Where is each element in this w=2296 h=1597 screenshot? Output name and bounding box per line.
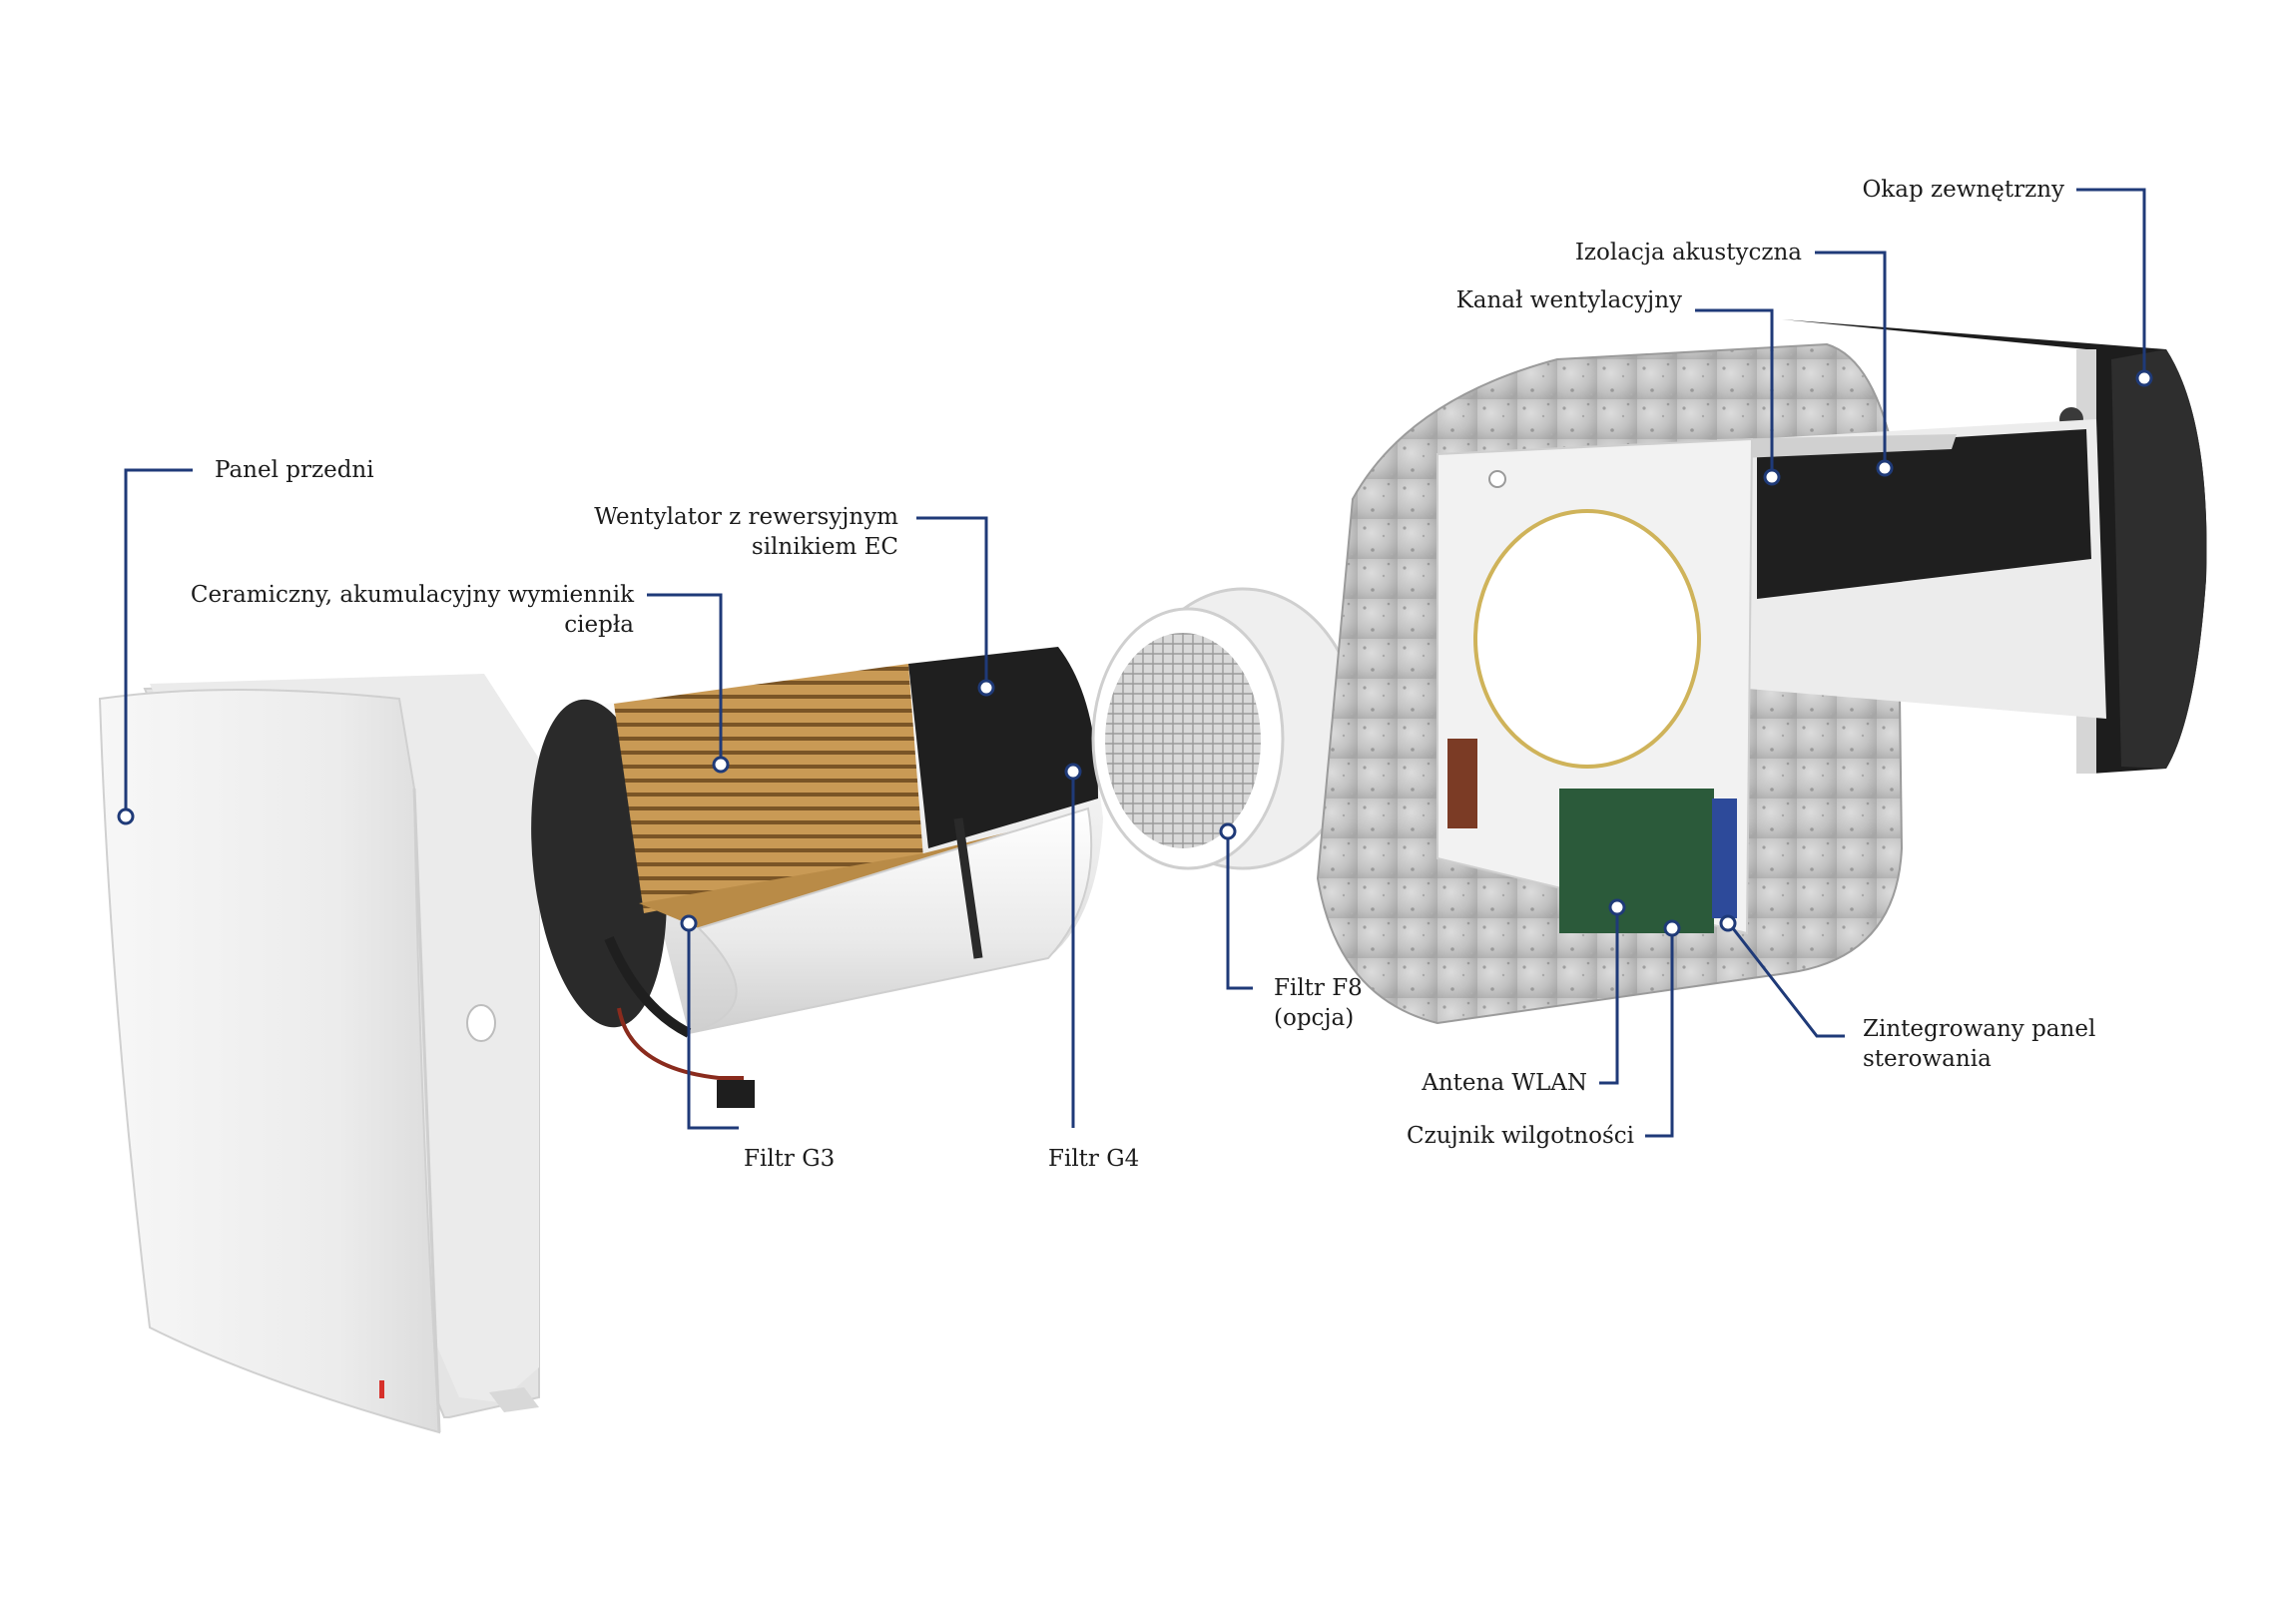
label-panel-przedni: Panel przedni [215,455,374,485]
label-wentylator-line2: silnikiem EC [751,534,898,560]
label-wymiennik: Ceramiczny, akumulacyjny wymiennik ciepł… [170,580,634,640]
label-panel-sterowania: Zintegrowany panel sterowania [1863,1014,2095,1074]
label-kanal-text: Kanał wentylacyjny [1455,287,1682,313]
label-kanal: Kanał wentylacyjny [1418,285,1682,315]
leader-kanal [1695,308,1774,474]
leader-dots [117,369,2153,937]
dot-filtr-g4 [1064,763,1082,781]
label-czujnik-text: Czujnik wilgotności [1407,1123,1634,1149]
leader-filtr-f8 [1226,834,1253,990]
label-wentylator-line1: Wentylator z rewersyjnym [594,504,898,530]
label-filtr-g3: Filtr G3 [744,1144,835,1174]
leader-wymiennik [647,593,723,762]
label-okap-text: Okap zewnętrzny [1862,177,2064,203]
leader-panel-sterowania [1727,922,1845,1038]
label-filtr-g3-text: Filtr G3 [744,1146,836,1172]
dot-okap [2135,369,2153,387]
dot-izolacja [1876,459,1894,477]
leader-czujnik [1645,931,1674,1138]
front-panel-illustration [98,674,540,1434]
label-filtr-g4-text: Filtr G4 [1048,1146,1140,1172]
dot-antena [1608,898,1626,916]
label-filtr-f8: Filtr F8 (opcja) [1274,973,1363,1033]
label-filtr-f8-line2: (opcja) [1274,1005,1355,1031]
dot-wentylator [977,679,995,697]
leader-izolacja [1815,251,1887,465]
label-wymiennik-line2: ciepła [564,612,634,638]
label-panel-przedni-text: Panel przedni [215,457,374,483]
label-filtr-f8-line1: Filtr F8 [1274,975,1363,1001]
label-panel-sterowania-line2: sterowania [1863,1046,1992,1072]
filter-ring-illustration [1091,587,1360,870]
dot-czujnik [1663,919,1681,937]
label-izolacja: Izolacja akustyczna [1537,238,1802,267]
main-unit-illustration [1316,319,2207,1025]
label-czujnik: Czujnik wilgotności [1358,1121,1634,1151]
leader-lines [124,188,2146,1138]
dot-filtr-f8 [1219,822,1237,840]
dot-filtr-g3 [680,914,698,932]
dot-wymiennik [712,756,730,774]
leader-panel-przedni [124,468,193,813]
label-wentylator: Wentylator z rewersyjnym silnikiem EC [559,502,898,562]
label-filtr-g4: Filtr G4 [1048,1144,1139,1174]
leader-antena [1599,910,1619,1085]
label-okap: Okap zewnętrzny [1797,175,2064,205]
dot-panel-sterowania [1719,914,1737,932]
label-antena: Antena WLAN [1348,1068,1587,1098]
dot-panel-przedni [117,807,135,825]
label-izolacja-text: Izolacja akustyczna [1574,240,1802,266]
heat-exchanger-illustration [531,647,1103,1108]
leader-filtr-g3 [687,926,739,1130]
label-panel-sterowania-line1: Zintegrowany panel [1863,1016,2096,1042]
label-wymiennik-line1: Ceramiczny, akumulacyjny wymiennik [190,582,634,608]
label-antena-text: Antena WLAN [1422,1070,1587,1096]
leader-wentylator [916,516,988,685]
dot-kanal [1763,468,1781,486]
leader-okap [2076,188,2146,375]
